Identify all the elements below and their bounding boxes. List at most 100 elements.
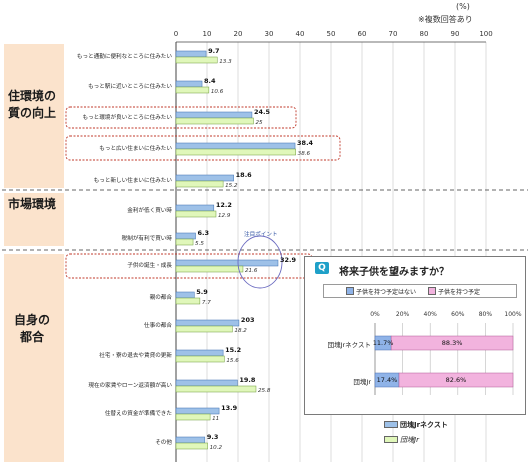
data-label-series2: 10.2 — [209, 445, 223, 451]
bar-series2-10 — [175, 355, 225, 363]
bar-series2-3 — [175, 148, 296, 156]
data-label-series2: 12.9 — [217, 213, 231, 219]
inset-title: 将来子供を望みますか？ — [339, 267, 449, 278]
category-label: もっと通勤に便利なところに住みたい — [76, 54, 172, 60]
bar-series2-11 — [175, 385, 257, 393]
data-label-series1: 38.4 — [297, 139, 314, 147]
category-label: 子供の誕生・成長 — [127, 263, 172, 269]
category-label: 税制が有利で買い時 — [121, 236, 172, 242]
category-label: 仕事の都合 — [144, 323, 172, 329]
bar-series2-5 — [175, 210, 217, 218]
annotation-oval — [237, 235, 283, 289]
legend-label-series1: 団塊Jrネクスト — [400, 421, 448, 429]
data-label-series2: 5.5 — [195, 241, 204, 247]
inset-panel: Q 将来子供を望みますか？ 子供を持つ予定はない 子供を持つ予定 0%20%40… — [304, 256, 526, 415]
x-tick-label-90: 90 — [451, 30, 460, 38]
data-label-series1: 6.3 — [197, 229, 210, 237]
group-label: 住環境の 質の向上 — [4, 88, 60, 122]
data-label-series1: 24.5 — [253, 108, 270, 116]
data-label-series1: 19.8 — [239, 376, 256, 384]
data-label-series2: 13.3 — [219, 59, 232, 65]
inset-legend-swatch-yes — [428, 287, 436, 295]
x-tick-label-100: 100 — [479, 30, 492, 38]
bar-series2-8 — [175, 297, 201, 305]
inset-legend-swatch-no — [346, 287, 354, 295]
inset-chart — [374, 323, 514, 395]
highlight-box-3 — [65, 135, 341, 161]
note-multiple-answers: ※複数回答あり — [418, 15, 473, 24]
data-label-series1: 203 — [240, 316, 255, 324]
inset-bar-yes-1 — [398, 372, 514, 388]
bar-series1-5 — [175, 204, 215, 212]
data-label-series1: 8.4 — [204, 77, 216, 85]
inset-tick-label: 20% — [395, 311, 410, 318]
bar-series1-9 — [175, 319, 240, 327]
inset-category-label: 団塊Jrネクスト — [327, 341, 371, 349]
legend-swatch-series1 — [384, 421, 398, 428]
bar-series1-4 — [175, 174, 234, 182]
bar-series1-0 — [175, 50, 207, 58]
data-label-series2: 11 — [212, 416, 220, 422]
legend-label-series2: 団塊Jr — [400, 436, 419, 444]
data-label-series2: 18.2 — [234, 328, 247, 334]
data-label-series1: 5.9 — [196, 288, 208, 296]
inset-legend: 子供を持つ予定はない 子供を持つ予定 — [323, 284, 517, 298]
x-tick-label-10: 10 — [203, 30, 212, 38]
inset-tick-label: 100% — [504, 311, 522, 318]
category-label: 現在の家賃やローン返済額が高い — [88, 383, 172, 389]
inset-category-label: 団塊Jr — [353, 378, 371, 386]
bar-series1-12 — [175, 407, 220, 415]
bar-series2-0 — [175, 56, 218, 64]
category-label: 社宅・寮の退去や賃貸の更新 — [99, 353, 172, 359]
data-label-series2: 21.6 — [244, 268, 258, 274]
legend-swatch-series2 — [384, 436, 398, 443]
data-label-series2: 10.6 — [210, 89, 224, 95]
inset-tick-label: 60% — [451, 311, 465, 318]
inset-legend-label-no: 子供を持つ予定はない — [356, 289, 417, 296]
bar-series1-13 — [175, 436, 206, 444]
group-label: 自身の 都合 — [4, 312, 60, 346]
bar-series2-6 — [175, 238, 194, 246]
bar-series2-1 — [175, 86, 210, 94]
bar-series1-11 — [175, 379, 238, 387]
inset-tick-label: 80% — [478, 311, 493, 318]
data-label-series1: 32.9 — [279, 256, 297, 264]
x-tick-label-80: 80 — [420, 30, 429, 38]
bar-series2-12 — [175, 413, 211, 421]
bar-series2-13 — [175, 442, 208, 450]
highlight-box-2 — [65, 106, 297, 129]
x-tick-label-20: 20 — [234, 30, 243, 38]
group-band-2 — [4, 254, 64, 462]
inset-data-label-no: 11.7% — [372, 339, 394, 347]
inset-data-label-yes: 88.3% — [441, 339, 463, 347]
category-label: もっと広い住まいに住みたい — [99, 146, 172, 152]
category-label: もっと環境が良いところに住みたい — [82, 115, 172, 121]
inset-legend-item-yes: 子供を持つ予定 — [428, 287, 480, 296]
data-label-series2: 15.6 — [226, 358, 239, 364]
bar-series1-7 — [175, 259, 279, 267]
data-label-series1: 9.7 — [208, 47, 220, 55]
data-label-series2: 25.8 — [257, 388, 271, 394]
category-label: もっと駅に近いところに住みたい — [88, 84, 172, 90]
group-label: 市場環境 — [4, 196, 60, 213]
data-label-series1: 12.2 — [215, 201, 232, 209]
legend-item-series2: 団塊Jr — [384, 435, 419, 445]
inset-legend-item-no: 子供を持つ予定はない — [346, 287, 416, 296]
data-label-series2: 38.6 — [297, 151, 311, 157]
bar-series1-6 — [175, 232, 196, 240]
data-label-series2: 15.2 — [225, 183, 238, 189]
x-tick-label-40: 40 — [296, 30, 305, 38]
legend-item-series1: 団塊Jrネクスト — [384, 420, 448, 430]
x-tick-label-0: 0 — [174, 30, 178, 38]
bar-series1-8 — [175, 291, 195, 299]
x-tick-label-70: 70 — [389, 30, 398, 38]
bar-series1-3 — [175, 142, 296, 150]
data-label-series1: 13.9 — [221, 404, 238, 412]
inset-legend-label-yes: 子供を持つ予定 — [438, 289, 481, 296]
data-label-series2: 25 — [255, 120, 263, 126]
bar-series2-4 — [175, 180, 224, 188]
category-label: もっと新しい住まいに住みたい — [93, 178, 172, 184]
data-label-series1: 18.6 — [235, 171, 252, 179]
bar-series2-2 — [175, 117, 254, 125]
x-tick-label-60: 60 — [358, 30, 367, 38]
